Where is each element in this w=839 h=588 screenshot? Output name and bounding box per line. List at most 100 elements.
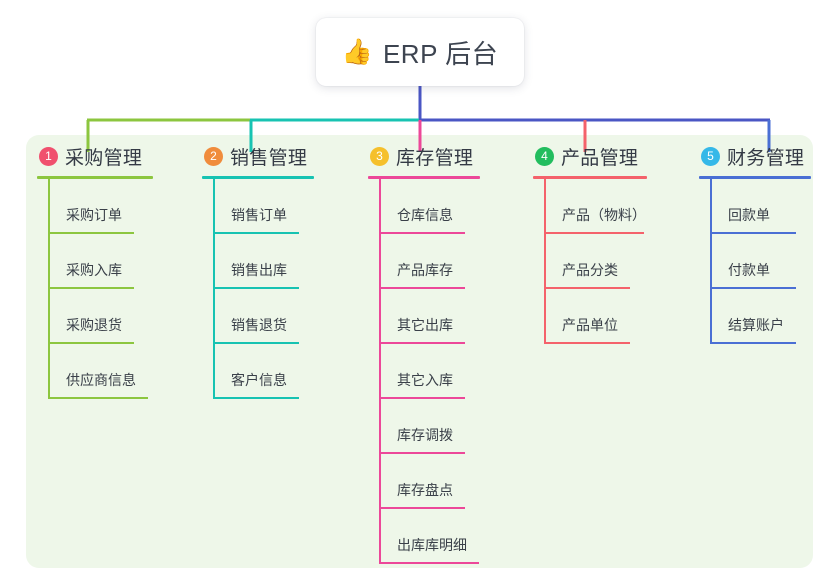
branch-rule-4 [533, 176, 647, 179]
root-node[interactable]: 👍 ERP 后台 [316, 18, 524, 86]
branch-item-label: 产品分类 [562, 262, 618, 278]
branch-item[interactable]: 库存调拨 [379, 399, 480, 454]
branch-item-label: 销售出库 [231, 262, 287, 278]
branch-item-label: 其它入库 [397, 372, 453, 388]
branch-header-2[interactable]: 2 销售管理 [197, 142, 314, 170]
branch-item[interactable]: 结算账户 [710, 289, 811, 344]
branch-item-rule [710, 287, 796, 289]
branch-trunk-1 [48, 179, 50, 399]
branch-item-rule [379, 562, 479, 564]
branch-item-rule [213, 342, 299, 344]
branch-item-rule [48, 287, 134, 289]
branch-item[interactable]: 产品（物料） [544, 179, 647, 234]
branch-item-rule [379, 232, 465, 234]
branch-trunk-5 [710, 179, 712, 344]
root-title: ERP 后台 [382, 38, 499, 69]
branch-badge-1: 1 [39, 146, 58, 166]
branch-item-label: 库存盘点 [397, 482, 453, 498]
branch-item[interactable]: 出库库明细 [379, 509, 480, 564]
branch-item-label: 销售订单 [231, 207, 287, 223]
branch-item-label: 库存调拨 [397, 427, 453, 443]
branch-item-label: 回款单 [728, 207, 770, 223]
branch-item-rule [213, 287, 299, 289]
branch-item-rule [710, 342, 796, 344]
branch-item-rule [544, 232, 644, 234]
branch-item-rule [544, 342, 630, 344]
branch-header-3[interactable]: 3 库存管理 [363, 142, 480, 170]
branch-item-label: 产品单位 [562, 317, 618, 333]
branch-item-rule [710, 232, 796, 234]
branch-item[interactable]: 库存盘点 [379, 454, 480, 509]
branches-panel [26, 135, 813, 568]
branch-item-label: 产品库存 [397, 262, 453, 278]
branch-item-label: 付款单 [728, 262, 770, 278]
branch-item[interactable]: 付款单 [710, 234, 811, 289]
branch-item-label: 其它出库 [397, 317, 453, 333]
branch-rule-2 [202, 176, 314, 179]
branch-item-rule [379, 342, 465, 344]
branch-title-2: 销售管理 [230, 147, 308, 169]
branch-column-1: 1 采购管理 采购订单采购入库采购退货供应商信息 [32, 142, 153, 399]
branch-item-label: 销售退货 [231, 317, 287, 333]
branch-trunk-2 [213, 179, 215, 399]
branch-item-rule [213, 232, 299, 234]
branch-item[interactable]: 供应商信息 [48, 344, 153, 399]
branch-title-4: 产品管理 [561, 147, 639, 169]
branch-item-rule [48, 397, 148, 399]
branch-header-1[interactable]: 1 采购管理 [32, 142, 153, 170]
thumbs-up-icon: 👍 [341, 37, 373, 66]
branch-item-label: 采购入库 [66, 262, 122, 278]
branch-badge-5: 5 [701, 146, 720, 166]
branch-rule-3 [368, 176, 480, 179]
branch-item-rule [213, 397, 299, 399]
branch-header-4[interactable]: 4 产品管理 [528, 142, 647, 170]
branch-header-5[interactable]: 5 财务管理 [694, 142, 811, 170]
branch-column-5: 5 财务管理 回款单付款单结算账户 [694, 142, 811, 344]
branch-trunk-3 [379, 179, 381, 564]
branch-item[interactable]: 采购入库 [48, 234, 153, 289]
branch-item[interactable]: 产品分类 [544, 234, 647, 289]
branch-badge-4: 4 [535, 146, 554, 166]
branch-rule-1 [37, 176, 153, 179]
branch-item-label: 仓库信息 [397, 207, 453, 223]
branch-item[interactable]: 客户信息 [213, 344, 314, 399]
branch-item-label: 出库库明细 [397, 537, 467, 553]
branch-item[interactable]: 回款单 [710, 179, 811, 234]
branch-item[interactable]: 仓库信息 [379, 179, 480, 234]
branch-badge-3: 3 [370, 146, 389, 166]
branch-item-rule [379, 287, 465, 289]
branch-column-3: 3 库存管理 仓库信息产品库存其它出库其它入库库存调拨库存盘点出库库明细 [363, 142, 480, 564]
branch-items-4: 产品（物料） 产品分类产品单位 [544, 179, 647, 344]
branch-item[interactable]: 销售出库 [213, 234, 314, 289]
branch-item[interactable]: 采购订单 [48, 179, 153, 234]
branch-item-label: 采购退货 [66, 317, 122, 333]
branch-trunk-4 [544, 179, 546, 344]
branch-item[interactable]: 其它入库 [379, 344, 480, 399]
branch-item[interactable]: 产品库存 [379, 234, 480, 289]
branch-item-rule [48, 232, 134, 234]
branch-column-2: 2 销售管理 销售订单销售出库销售退货客户信息 [197, 142, 314, 399]
branch-item-rule [379, 397, 465, 399]
branch-title-1: 采购管理 [65, 147, 143, 169]
branch-item[interactable]: 销售退货 [213, 289, 314, 344]
branch-item[interactable]: 其它出库 [379, 289, 480, 344]
branch-item-rule [48, 342, 134, 344]
branch-item-rule [379, 507, 465, 509]
branch-title-3: 库存管理 [396, 147, 474, 169]
branch-item[interactable]: 采购退货 [48, 289, 153, 344]
branch-item-rule [544, 287, 630, 289]
branch-items-3: 仓库信息产品库存其它出库其它入库库存调拨库存盘点出库库明细 [379, 179, 480, 564]
branch-items-2: 销售订单销售出库销售退货客户信息 [213, 179, 314, 399]
branch-items-1: 采购订单采购入库采购退货供应商信息 [48, 179, 153, 399]
branch-item[interactable]: 销售订单 [213, 179, 314, 234]
branch-items-5: 回款单付款单结算账户 [710, 179, 811, 344]
branch-item[interactable]: 产品单位 [544, 289, 647, 344]
branch-column-4: 4 产品管理 产品（物料） 产品分类产品单位 [528, 142, 647, 344]
branch-item-label: 结算账户 [728, 317, 784, 333]
branch-item-rule [379, 452, 465, 454]
branch-rule-5 [699, 176, 811, 179]
branch-item-label: 供应商信息 [66, 372, 136, 388]
branch-badge-2: 2 [204, 146, 223, 166]
branch-item-label: 客户信息 [231, 372, 287, 388]
